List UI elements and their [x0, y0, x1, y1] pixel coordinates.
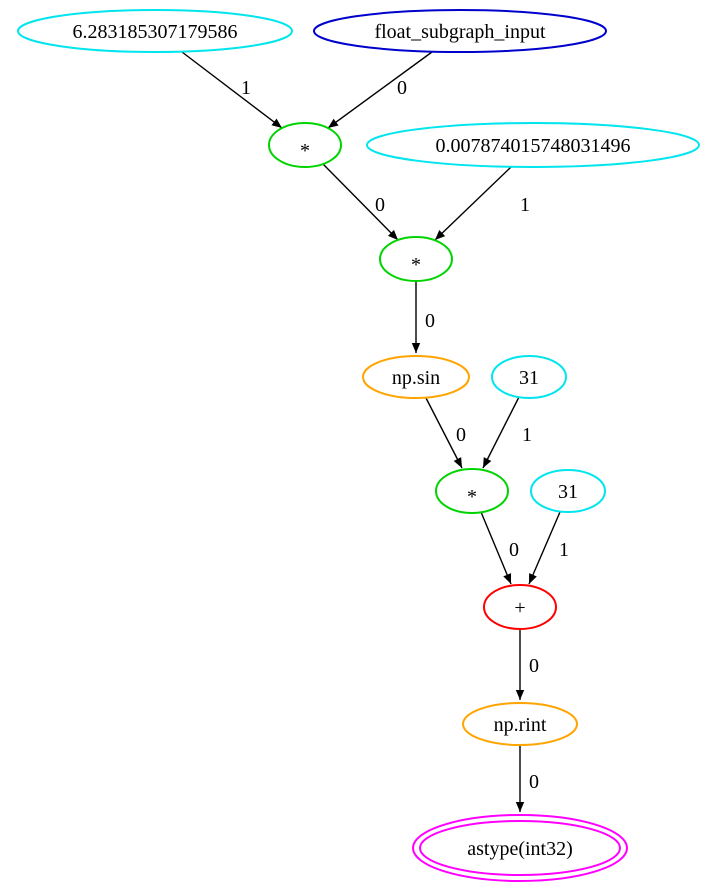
edge-input-to-multiply1: 0	[327, 51, 433, 129]
node-label: np.sin	[392, 367, 440, 389]
node-add: +	[483, 584, 557, 630]
node-multiply-2: *	[379, 236, 453, 282]
edge-label: 1	[520, 194, 530, 216]
edge-label: 1	[559, 539, 569, 561]
edge-label: 1	[241, 77, 251, 99]
edge-const31b-to-add: 1	[528, 511, 569, 585]
edge-label: 0	[509, 539, 519, 561]
node-constant-small: 0.007874015748031496	[366, 122, 700, 168]
edge-label: 0	[529, 771, 539, 793]
edge-add-to-rint: 0	[515, 629, 539, 700]
node-multiply-1: *	[268, 122, 342, 168]
edge-tau-to-multiply1: 1	[181, 51, 283, 129]
edge-rint-to-astype: 0	[515, 745, 539, 812]
node-label: *	[467, 486, 477, 508]
node-label: astype(int32)	[467, 838, 573, 860]
node-label: np.rint	[494, 714, 547, 736]
edge-label: 1	[522, 424, 532, 446]
edge-multiply1-to-multiply2: 0	[322, 163, 399, 241]
edge-small-const-to-multiply2: 1	[434, 166, 530, 241]
node-label: *	[411, 254, 421, 276]
node-np-rint: np.rint	[462, 702, 578, 746]
node-constant-tau: 6.283185307179586	[17, 9, 293, 53]
node-np-sin: np.sin	[362, 355, 470, 399]
node-astype-int32: astype(int32)	[412, 814, 628, 882]
edge-multiply2-to-sin: 0	[411, 281, 435, 353]
node-label: 6.283185307179586	[73, 21, 238, 43]
node-label: +	[514, 597, 525, 619]
node-constant-31-a: 31	[491, 355, 567, 399]
edge-label: 0	[375, 194, 385, 216]
node-label: float_subgraph_input	[374, 21, 546, 43]
node-label: 31	[558, 481, 578, 503]
edge-label: 0	[456, 424, 466, 446]
node-float-subgraph-input: float_subgraph_input	[313, 9, 607, 53]
node-constant-31-b: 31	[530, 469, 606, 513]
edge-multiply3-to-add: 0	[480, 511, 519, 585]
edge-label: 0	[529, 655, 539, 677]
edge-sin-to-multiply3: 0	[425, 397, 466, 469]
node-label: 31	[519, 367, 539, 389]
edge-label: 0	[425, 310, 435, 332]
node-label: 0.007874015748031496	[436, 135, 631, 157]
edge-const31a-to-multiply3: 1	[482, 396, 532, 469]
node-label: *	[300, 140, 310, 162]
node-multiply-3: *	[435, 468, 509, 514]
edge-label: 0	[397, 77, 407, 99]
